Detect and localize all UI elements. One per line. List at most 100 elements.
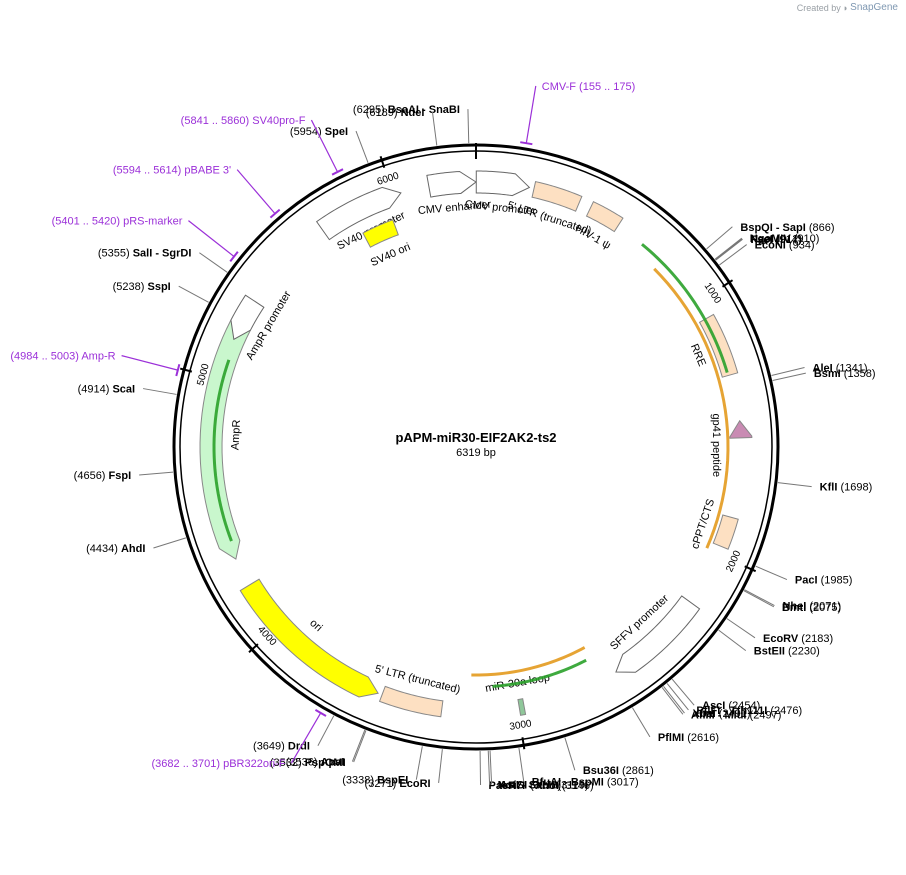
site-label-bsteii: BstEII (2230) — [754, 646, 820, 658]
feature-label-gp41-peptide: gp41 peptide — [710, 413, 722, 477]
credit-prefix: Created by — [796, 2, 841, 13]
site-position: (3532) — [270, 757, 305, 769]
feature-label-rre: RRE — [688, 342, 708, 368]
site-label-bsmi: BsmI (1358) — [814, 368, 876, 380]
primer-leader-cmv-f — [525, 85, 537, 144]
feature-cmv-enhancer — [426, 170, 477, 198]
credit-brand: SnapGene — [850, 2, 898, 13]
site-enzyme: DrdI — [288, 741, 310, 753]
site-label-asisi: AsiSI (3113) — [500, 780, 562, 792]
site-leader-scai — [143, 388, 177, 395]
site-leader-drdi — [317, 715, 335, 746]
site-position: (3113) — [527, 780, 561, 792]
site-enzyme: EcoNI — [755, 240, 786, 252]
site-leader-bspei — [415, 746, 423, 780]
primer-name: SV40pro-F — [252, 115, 305, 127]
site-enzyme: EcoRI — [399, 778, 430, 790]
primer-label-pbabe-3: (5594 .. 5614) pBABE 3' — [113, 165, 231, 177]
site-leader-ndei — [431, 111, 438, 146]
site-leader-pspomi — [353, 730, 367, 763]
feature-sv40-promoter — [315, 186, 402, 241]
primer-leader-pbr322ori-f — [290, 712, 322, 764]
site-enzyme: NotI - SacII — [498, 780, 555, 792]
site-leader-kfli — [777, 482, 812, 488]
site-label-paci: PacI (1985) — [795, 575, 853, 587]
site-position: (3146) — [559, 780, 594, 792]
site-position: (2454) — [725, 700, 760, 712]
site-label-sali-sgrdi: (5355) SalI - SgrDI — [98, 248, 192, 260]
feature-hiv-1 — [585, 200, 624, 233]
site-leader-paci — [755, 565, 788, 581]
feature-5-ltr-truncated — [531, 181, 583, 212]
feature-sffv-promoter — [615, 595, 701, 673]
feature-label-ampr: AmpR — [229, 419, 243, 450]
primer-name: pRS-marker — [123, 216, 183, 228]
site-position: (1358) — [841, 368, 876, 380]
tick-label-3000: 3000 — [509, 718, 533, 732]
site-enzyme: PflFI - Tth111I — [696, 705, 767, 717]
site-enzyme: FseI — [751, 234, 773, 246]
primer-label-prs-marker: (5401 .. 5420) pRS-marker — [52, 216, 183, 228]
site-label-bspqi-sapi: BspQI - SapI (866) — [740, 222, 834, 234]
primer-range: (4984 .. 5003) — [10, 351, 81, 363]
feature-cppt-cts — [712, 514, 739, 550]
primer-mark-prs-marker — [229, 251, 239, 262]
site-position: (4914) — [78, 384, 113, 396]
site-position: (6295) — [353, 104, 388, 116]
site-label-bspei: (3338) BspEI — [342, 775, 408, 787]
site-leader-nhei — [744, 589, 775, 607]
site-position: (3649) — [253, 741, 288, 753]
feature-label-ori: ori — [307, 617, 324, 634]
feature-ampr-promoter — [230, 294, 265, 341]
site-leader-apai — [351, 729, 366, 762]
orange-strand-2 — [471, 646, 586, 677]
site-leader-xbai — [663, 685, 685, 714]
site-position: (3271) — [365, 778, 400, 790]
site-leader-bfuai-bspmi — [518, 747, 525, 782]
site-label-pflfi-tth111i: PflFI - Tth111I (2476) — [696, 705, 802, 717]
site-enzyme: NheI — [782, 601, 806, 613]
primer-mark-pbr322ori-f — [314, 708, 327, 717]
site-leader-naei — [715, 238, 743, 261]
primer-leader-sv40pro-f — [310, 119, 339, 173]
green-strand-2 — [492, 658, 587, 688]
site-leader-asisi — [489, 750, 493, 785]
site-label-bsaai-snabi: (6295) BsaAI - SnaBI — [353, 104, 460, 116]
site-position: (2230) — [785, 646, 820, 658]
primer-name: pBR322ori-F — [223, 758, 286, 770]
site-label-kfli: KflI (1698) — [820, 482, 873, 494]
snapgene-credit: Created by ◗ SnapGene — [797, 2, 898, 13]
site-leader-bmti — [743, 590, 775, 608]
site-label-fspi: (4656) FspI — [74, 470, 131, 482]
site-position: (3536) — [286, 757, 321, 769]
plasmid-backbone — [172, 143, 780, 751]
site-enzyme: NdeI — [401, 107, 425, 119]
site-position: (2861) — [619, 765, 654, 777]
plasmid-name: pAPM-miR30-EIF2AK2-ts2 — [395, 430, 556, 445]
site-position: (5238) — [113, 281, 148, 293]
tick-mark-1000 — [721, 279, 734, 288]
site-position: (2491) — [716, 708, 751, 720]
site-position: (2616) — [684, 732, 719, 744]
site-enzyme: PflMI — [658, 732, 684, 744]
site-leader-pflfi-tth111i — [666, 683, 689, 711]
tick-mark-4000 — [248, 643, 259, 653]
site-enzyme: AleI — [813, 363, 833, 375]
feature-label-sv40-ori: SV40 ori — [369, 241, 412, 269]
site-leader-ahdi — [153, 537, 187, 549]
orange-strand-1 — [653, 267, 730, 549]
site-position: (2071) — [806, 601, 841, 613]
feature-sv40-ori — [362, 219, 399, 248]
primer-leader-amp-r — [121, 355, 178, 371]
site-enzyme: BspEI — [377, 775, 408, 787]
site-label-bmti: BmtI (2075) — [782, 602, 841, 614]
site-enzyme: AsiSI — [500, 780, 528, 792]
primer-range: (3682 .. 3701) — [152, 758, 224, 770]
primer-label-amp-r: (4984 .. 5003) Amp-R — [10, 351, 115, 363]
restriction-site-layer: (6295) BsaAI - SnaBI(6189) NdeI(5954) Sp… — [74, 104, 876, 792]
primer-mark-pbabe-3 — [269, 208, 281, 219]
site-enzyme: AscI — [702, 700, 725, 712]
tick-label-1000: 1000 — [702, 281, 724, 306]
feature-3-ltr-truncated — [378, 685, 444, 718]
